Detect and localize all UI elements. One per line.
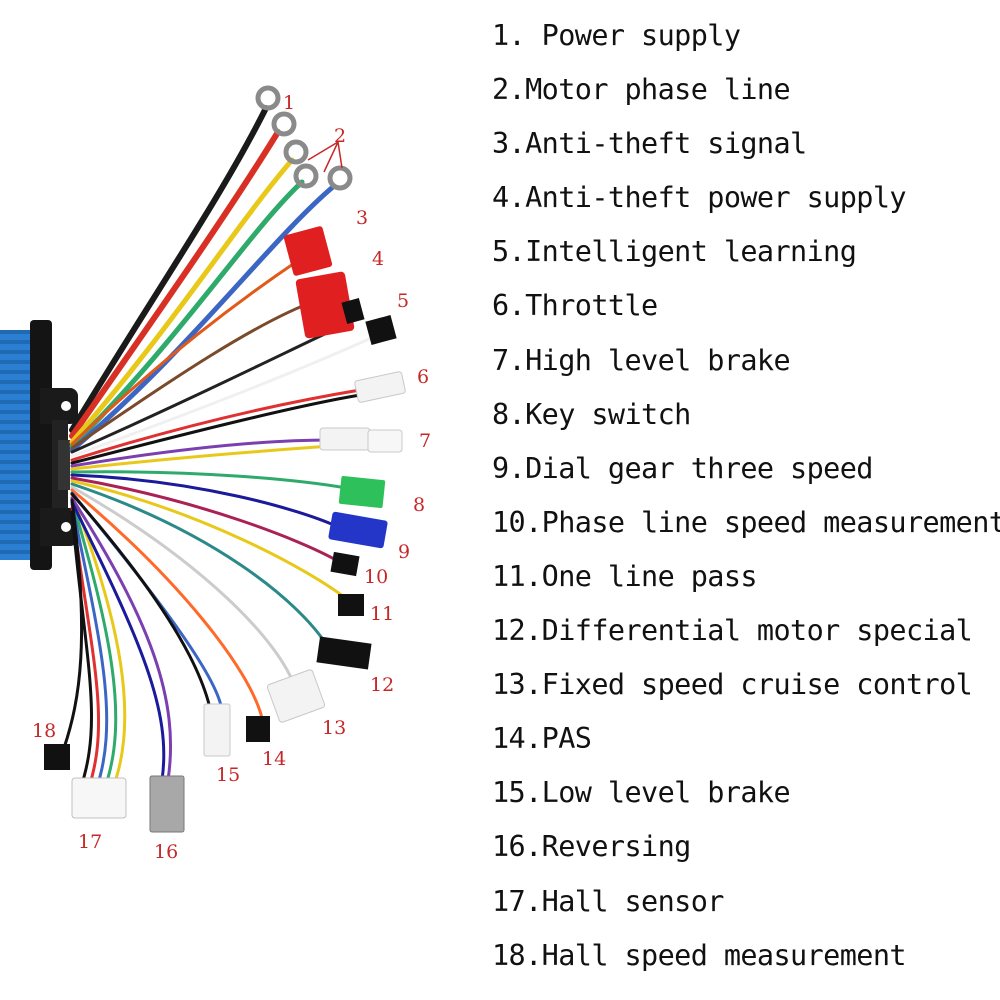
connector-dial-gear: [328, 511, 388, 549]
legend-item: 8.Key switch: [492, 397, 691, 431]
connectors: [44, 226, 406, 833]
connector-pas: [246, 716, 270, 742]
wiring-diagram: 1 2 3 4 5 6 7 8 9 10 11 12 13 14 15 16 1…: [0, 85, 431, 863]
connector-high-level-brake: [319, 427, 371, 451]
controller-body: [0, 320, 78, 570]
legend-item: 18.Hall speed measurement: [492, 938, 907, 972]
callout-4: 4: [372, 248, 384, 270]
callout-8: 8: [413, 494, 425, 516]
legend-item: 7.High level brake: [492, 343, 791, 377]
legend-item: 13.Fixed speed cruise control: [492, 668, 973, 702]
callout-13: 13: [322, 717, 346, 739]
connector-reversing: [149, 775, 185, 833]
legend-item: 3.Anti-theft signal: [492, 127, 807, 161]
callout-14: 14: [262, 748, 286, 770]
connector-anti-theft-signal: [283, 226, 333, 276]
connector-one-line-pass: [338, 594, 364, 616]
callout-12: 12: [370, 674, 394, 696]
callout-18: 18: [32, 720, 56, 742]
legend-item: 9.Dial gear three speed: [492, 451, 873, 485]
legend-item: 5.Intelligent learning: [492, 235, 857, 269]
callout-5: 5: [397, 290, 409, 312]
legend-item: 16.Reversing: [492, 830, 691, 864]
connector-low-level-brake: [203, 703, 231, 757]
callout-3: 3: [356, 207, 368, 229]
connector-cruise-control: [266, 669, 326, 723]
callout-2: 2: [334, 125, 346, 147]
legend-item: 2.Motor phase line: [492, 73, 791, 107]
legend-item: 10.Phase line speed measurement: [492, 505, 1000, 539]
callout-10: 10: [364, 566, 388, 588]
connector-intelligent-learning-2: [365, 315, 397, 345]
callout-16: 16: [154, 841, 178, 863]
connector-high-level-brake-2: [367, 429, 403, 453]
callout-6: 6: [417, 366, 429, 388]
legend-item: 11.One line pass: [492, 559, 758, 593]
callout-17: 17: [78, 831, 102, 853]
legend-item: 4.Anti-theft power supply: [492, 181, 907, 215]
connector-hall-speed: [44, 744, 70, 770]
callout-1: 1: [283, 92, 295, 114]
legend-list: 1. Power supply 2.Motor phase line 3.Ant…: [492, 14, 1000, 988]
callout-7: 7: [419, 430, 431, 452]
legend-item: 15.Low level brake: [492, 776, 791, 810]
connector-key-switch: [338, 475, 386, 509]
connector-intelligent-learning: [341, 298, 365, 324]
callout-9: 9: [398, 541, 410, 563]
legend-item: 1. Power supply: [492, 19, 741, 52]
connector-hall-sensor: [71, 777, 127, 819]
callout-labels: 1 2 3 4 5 6 7 8 9 10 11 12 13 14 15 16 1…: [32, 92, 431, 863]
ring-terminals: [255, 85, 353, 191]
legend-item: 14.PAS: [492, 722, 592, 756]
connector-differential: [316, 636, 372, 670]
legend-item: 6.Throttle: [492, 289, 658, 323]
wire-bundle: [62, 105, 378, 792]
callout-11: 11: [370, 603, 394, 625]
legend-item: 12.Differential motor special: [492, 614, 973, 648]
callout-2-pointers: [307, 141, 343, 173]
connector-anti-theft-power: [295, 271, 355, 339]
connector-throttle: [354, 371, 406, 403]
legend-item: 17.Hall sensor: [492, 884, 724, 918]
callout-15: 15: [216, 764, 240, 786]
connector-phase-speed: [330, 551, 360, 577]
